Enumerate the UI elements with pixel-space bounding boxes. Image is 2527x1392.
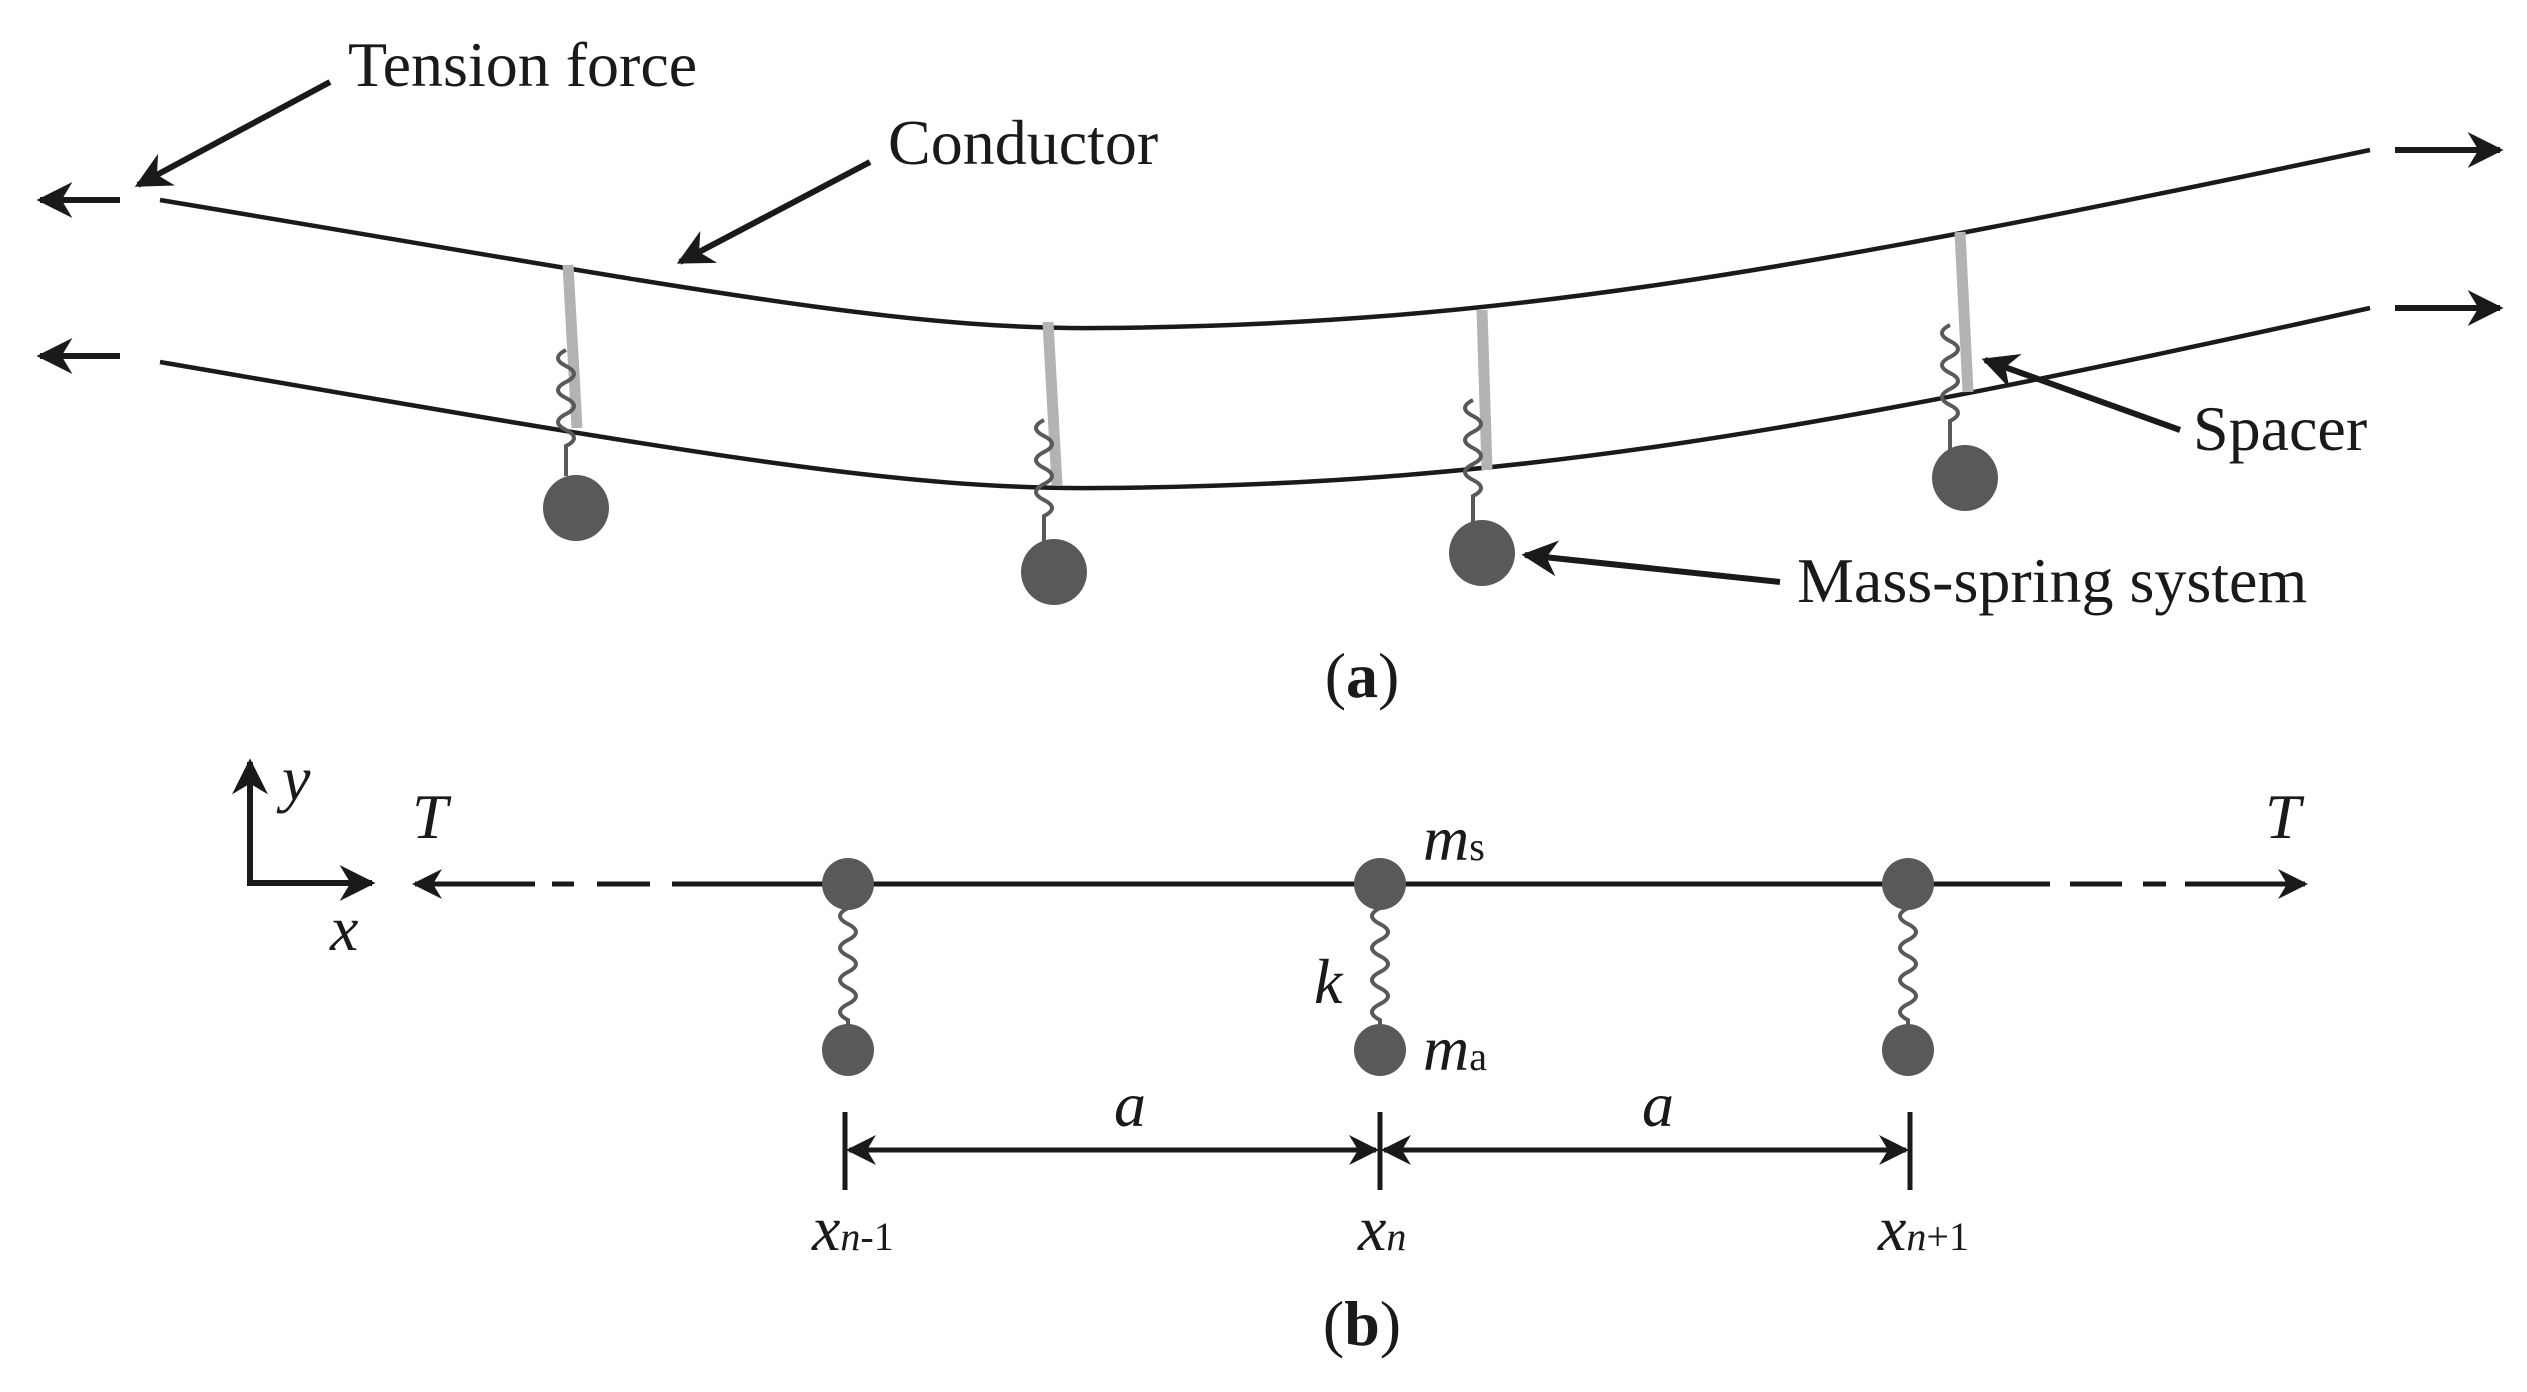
label-spacer: Spacer (2193, 393, 2367, 464)
springs-b (838, 884, 1918, 1050)
spacers (562, 231, 1974, 486)
axes (232, 758, 376, 901)
panel-label-b: (b) (1323, 1288, 1401, 1359)
panel-tag-a: a (1346, 640, 1378, 711)
mass-a-right (1882, 1024, 1934, 1076)
mass-s-left (822, 858, 874, 910)
spacer-2 (1042, 321, 1063, 486)
masses-b (822, 858, 1934, 1076)
spring-a2 (1034, 418, 1054, 552)
mass-spring-units-a (556, 323, 1960, 552)
pointer-conductor (676, 159, 872, 265)
spring-b2 (1370, 884, 1390, 1050)
label-mass-spring: Mass-spring system (1797, 545, 2307, 616)
spring-a4 (1940, 323, 1960, 461)
mass-a-left (822, 1024, 874, 1076)
spacer-3 (1476, 309, 1493, 471)
spring-b1 (838, 884, 858, 1050)
mass-a3 (1449, 520, 1515, 586)
label-tension-force: Tension force (348, 29, 697, 100)
mass-a1 (543, 475, 609, 541)
tension-arrows-a (36, 132, 2504, 374)
label-k: k (1314, 946, 1344, 1017)
panel-b: y x T T ms ma (232, 743, 2308, 1359)
pointer-arrows (134, 79, 2182, 585)
panel-label-a: (a) (1325, 640, 1400, 711)
axis-x-label: x (329, 893, 358, 964)
label-ms: ms (1423, 803, 1485, 874)
mass-s-right (1882, 858, 1934, 910)
masses-a (543, 445, 1998, 605)
label-x-n: xn (1357, 1193, 1406, 1264)
conductor-upper (159, 147, 2371, 331)
label-spacing-left: a (1114, 1069, 1146, 1140)
label-x-n-minus-1: xn-1 (811, 1193, 894, 1264)
pointer-tension (134, 79, 332, 188)
spring-b3 (1898, 884, 1918, 1050)
spacer-4 (1954, 231, 1974, 393)
panel-tag-b: b (1344, 1288, 1380, 1359)
label-spacing-right: a (1642, 1069, 1674, 1140)
axis-y-label: y (276, 743, 311, 814)
mass-s-mid (1354, 858, 1406, 910)
pointer-spacer (1981, 354, 2182, 433)
panel-a: Tension force Conductor Spacer Mass-spri… (36, 29, 2504, 711)
dimension-lines (842, 1112, 1913, 1190)
label-conductor: Conductor (888, 107, 1158, 178)
pointer-mass-spring (1521, 540, 1781, 585)
label-ma: ma (1423, 1013, 1487, 1084)
tension-label-right: T (2265, 781, 2305, 852)
mass-a2 (1021, 539, 1087, 605)
mass-a-mid (1354, 1024, 1406, 1076)
conductor-lower (159, 305, 2371, 491)
label-x-n-plus-1: xn+1 (1877, 1193, 1969, 1264)
spring-a3 (1463, 398, 1483, 526)
spacer-1 (562, 264, 583, 429)
tension-label-left: T (412, 781, 452, 852)
mass-a4 (1932, 445, 1998, 511)
spring-a1 (556, 348, 576, 476)
